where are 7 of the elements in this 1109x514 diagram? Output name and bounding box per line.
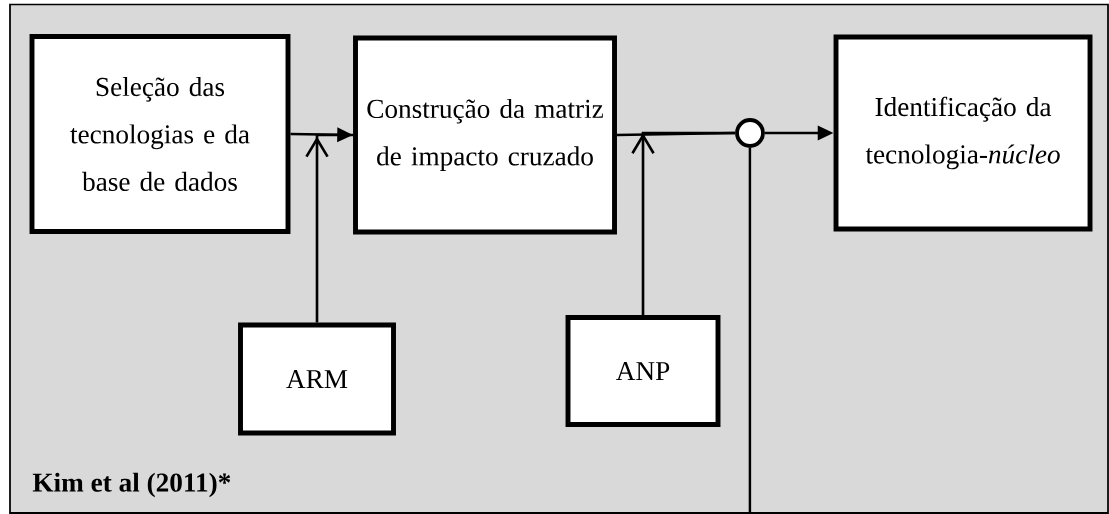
process-box: Seleção das tecnologias e da base de dados — [29, 34, 291, 234]
process-box: Identificação da tecnologia-núcleo — [833, 34, 1093, 232]
line — [748, 147, 752, 514]
process-box: Construção da matriz de impacto cruzado — [353, 35, 617, 235]
process-box: ANP — [565, 315, 721, 427]
panel-title: Kim et al (2011)* — [32, 472, 231, 498]
process-box: ARM — [238, 322, 396, 436]
